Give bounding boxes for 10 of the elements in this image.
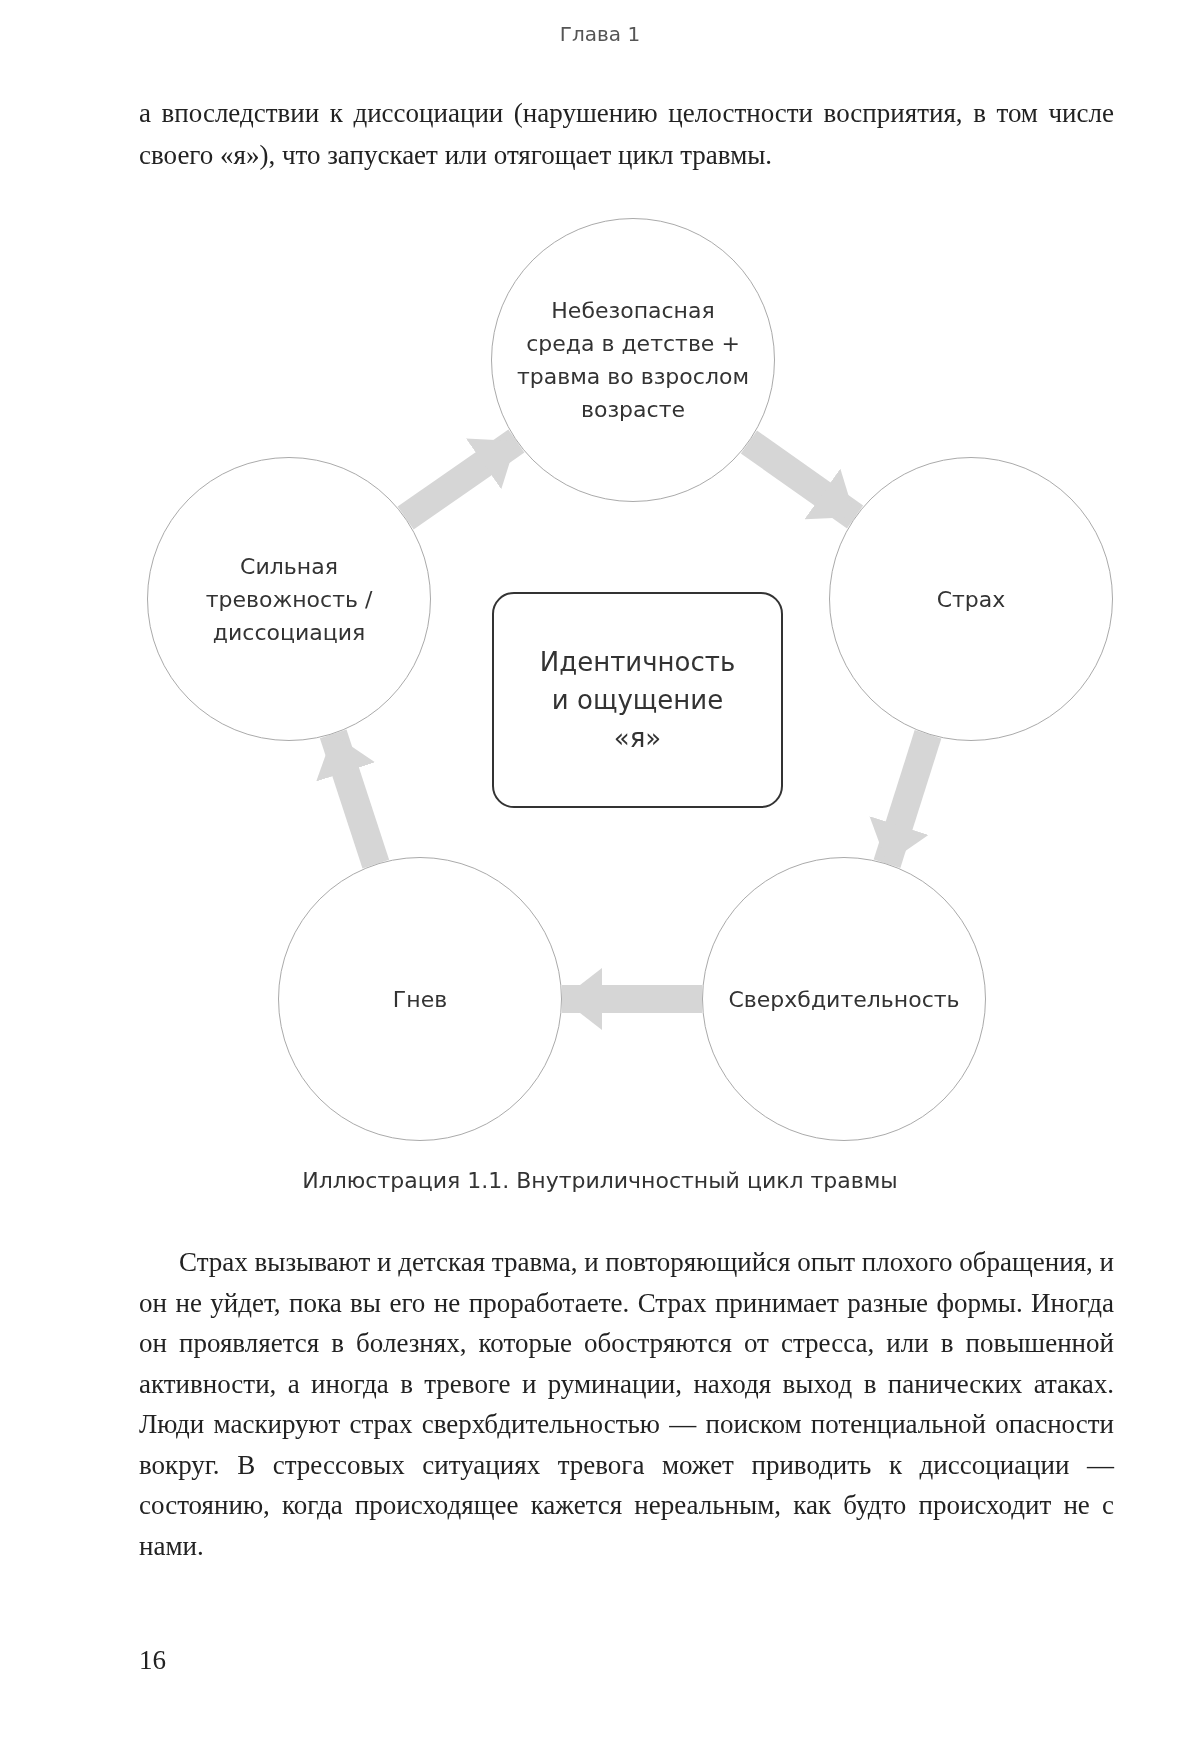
block-arrow	[316, 729, 390, 869]
block-arrow	[562, 968, 702, 1030]
center-box: Идентичность и ощущение «я»	[492, 592, 783, 808]
block-arrow	[869, 730, 942, 868]
body-paragraph: Страх вызывают и детская травма, и повторяющийся опыт плохого обращения, и он не уйдет, пока вы его не проработаете. Страх принимает разные формы. Иногда он проявляется в болезнях, которые обостряются от стресса, или в повышенной активности, а иногда в тревоге и руминации, находя выход в панических атаках. Люди маскируют страх сверхбдительностью — поиском потенциальной опасности вокруг. В стрессовых ситуациях тревога может приводить к диссоциации — состоянию, когда происходящее кажется нереальным, как будто происходит не с нами.	[139, 1246, 1114, 1563]
block-arrow	[740, 430, 864, 529]
running-header: Глава 1	[558, 22, 642, 46]
figure-caption: Иллюстрация 1.1. Внутриличностный цикл травмы	[301, 1168, 899, 1193]
body-paragraph: а впоследствии к диссоциации (нарушению целостности восприятия, в том числе своего «я»), что запускает или отягощает цикл травмы.	[139, 97, 1114, 172]
page-number: 16	[139, 1645, 167, 1676]
